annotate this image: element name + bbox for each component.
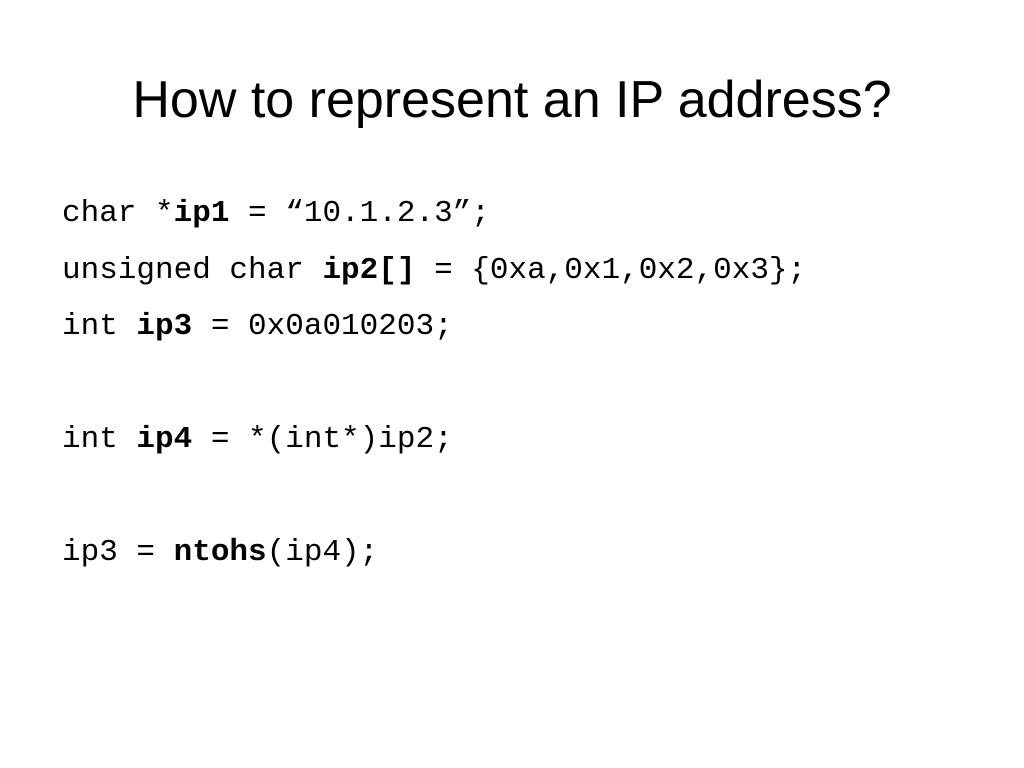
code-line-ip1: char *ip1 = “10.1.2.3”; — [62, 186, 1002, 243]
code-text: int — [62, 309, 137, 344]
code-text: (ip4); — [266, 535, 379, 570]
code-block: char *ip1 = “10.1.2.3”; unsigned char ip… — [62, 186, 1002, 582]
code-text: = 0x0a010203; — [192, 309, 453, 344]
code-text: = “10.1.2.3”; — [229, 196, 490, 231]
variable-name: ip4 — [136, 422, 193, 457]
code-line-ip3: int ip3 = 0x0a010203; — [62, 299, 1002, 356]
function-name: ntohs — [173, 535, 267, 570]
blank-line — [62, 356, 1002, 413]
code-line-ntohs: ip3 = ntohs(ip4); — [62, 525, 1002, 582]
variable-name: ip2[] — [322, 252, 416, 288]
code-line-ip4: int ip4 = *(int*)ip2; — [62, 412, 1002, 469]
variable-name: ip1 — [173, 196, 230, 231]
slide-title: How to represent an IP address? — [132, 71, 892, 129]
code-text: = {0xa,0x1,0x2,0x3}; — [415, 252, 807, 288]
blank-line — [62, 469, 1002, 526]
code-text: ip3 = — [62, 535, 174, 570]
code-text: = *(int*)ip2; — [192, 422, 453, 457]
variable-name: ip3 — [136, 309, 193, 344]
code-text: char * — [62, 196, 174, 231]
code-text: int — [62, 422, 137, 457]
code-text: unsigned char — [62, 252, 323, 288]
code-line-ip2: unsigned char ip2[] = {0xa,0x1,0x2,0x3}; — [62, 243, 1002, 300]
